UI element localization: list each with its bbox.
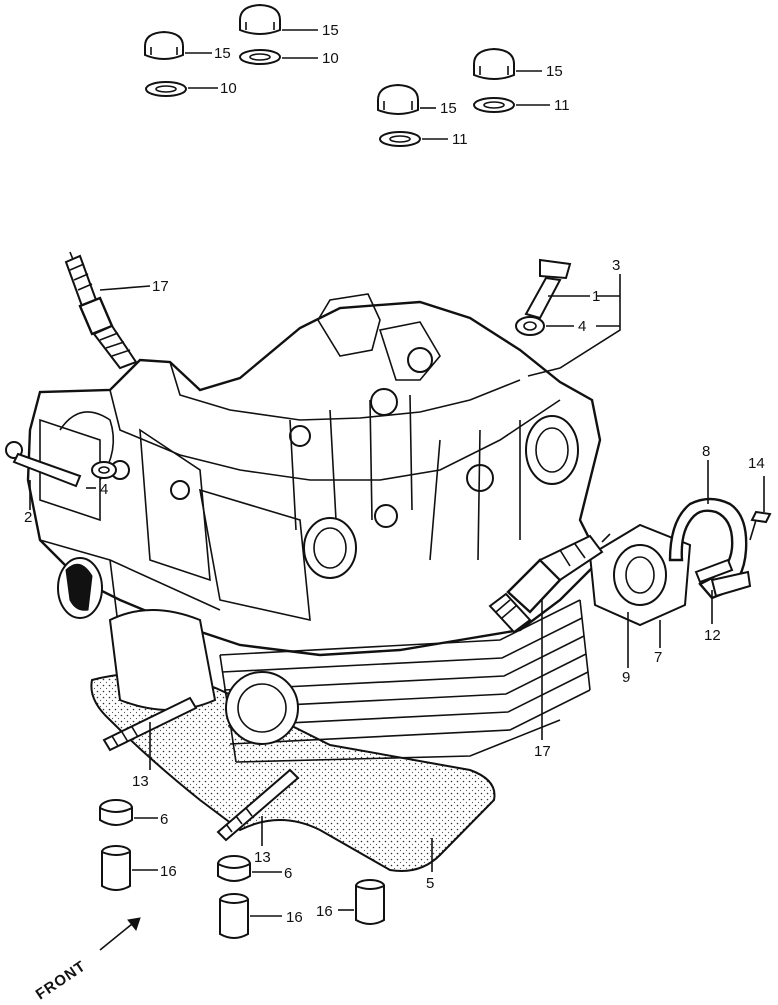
intake-flange-7 [588,523,692,627]
cap-nut-15-center [377,83,436,115]
callout-16-right: 16 [316,903,333,920]
sleeve-16-center [219,893,282,939]
callout-15-left: 15 [214,45,231,62]
cap-nut-15-left [144,30,212,60]
washer-10-top [239,49,318,65]
bolt-2 [5,441,82,510]
callout-4-left: 4 [100,481,108,498]
screw-12 [694,558,734,624]
stud-13-left [102,696,198,770]
callout-12: 12 [704,627,721,644]
callout-7: 7 [654,649,662,666]
front-direction-arrow [99,917,141,951]
callout-8: 8 [702,443,710,460]
leader-3-branches [596,295,620,327]
callout-16-center: 16 [286,909,303,926]
callout-6-left: 6 [160,811,168,828]
callout-16-left: 16 [160,863,177,880]
callout-9: 9 [622,669,630,686]
sleeve-16-right [338,879,385,925]
spark-plug-17-right [488,533,611,740]
callout-11-center: 11 [452,131,468,148]
bolt-1 [524,258,590,320]
spark-plug-17-left [64,251,151,370]
callout-6-center: 6 [284,865,292,882]
callout-17-left: 17 [152,278,169,295]
callout-17-right: 17 [534,743,551,760]
screw-14 [749,476,772,541]
cylinder-head-body [26,293,602,872]
callout-15-right: 15 [546,63,563,80]
callout-11-right: 11 [554,97,570,114]
callout-4-right: 4 [578,318,586,335]
washer-11-right [473,97,550,113]
washer-11-center [379,131,448,147]
callout-15-center: 15 [440,100,457,117]
callout-2: 2 [24,509,32,526]
sleeve-16-left [101,845,158,891]
stud-13-center [216,768,300,846]
callout-13-center: 13 [254,849,271,866]
callout-10-left: 10 [220,80,237,97]
washer-4-right [515,316,574,336]
leader-3 [527,274,621,377]
hose-clamp-8 [668,460,752,600]
callout-1: 1 [592,288,600,305]
cap-nut-15-top [239,3,318,35]
washer-4-left [86,461,117,489]
dowel-6-center [217,855,282,882]
callout-13-left: 13 [132,773,149,790]
callout-14: 14 [748,455,765,472]
callout-15-top: 15 [322,22,339,39]
washer-10-left [145,81,218,97]
cap-nut-15-right [473,47,542,80]
dowel-6-left [99,799,158,826]
callout-10-top: 10 [322,50,339,67]
front-label: FRONT [33,958,89,1000]
callout-3: 3 [612,257,620,274]
intake-port-front [108,609,299,745]
callout-5: 5 [426,875,434,892]
